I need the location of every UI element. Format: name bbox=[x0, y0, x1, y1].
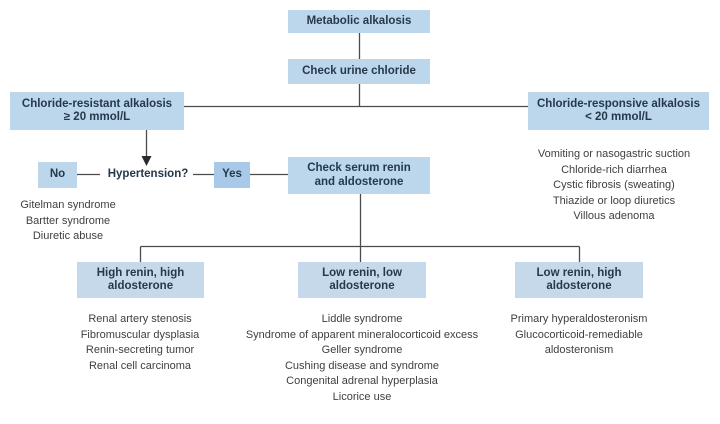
list-item: Thiazide or loop diuretics bbox=[552, 194, 676, 207]
low-renin-low-aldo-causes-list: Liddle syndrome Syndrome of apparent min… bbox=[222, 312, 502, 405]
node-label-line2: and aldosterone bbox=[314, 175, 404, 188]
node-check-urine-chloride: Check urine chloride bbox=[288, 59, 430, 84]
list-item: Villous adenoma bbox=[573, 210, 655, 222]
high-renin-causes-list: Renal artery stenosis Fibromuscular dysp… bbox=[40, 312, 240, 374]
list-item: Liddle syndrome bbox=[321, 313, 403, 325]
list-item: Licorice use bbox=[332, 390, 392, 403]
list-item: Glucocorticoid-remediable aldosteronism bbox=[515, 328, 643, 357]
list-item: Bartter syndrome bbox=[25, 214, 111, 227]
list-item: Cystic fibrosis (sweating) bbox=[553, 179, 675, 191]
list-item: Gitelman syndrome bbox=[20, 199, 116, 211]
node-check-serum-renin: Check serum renin and aldosterone bbox=[288, 157, 430, 194]
node-label-line1: Low renin, low bbox=[322, 266, 402, 279]
list-item: Renal artery stenosis bbox=[88, 313, 192, 325]
node-label: No bbox=[49, 168, 66, 181]
list-item: Congenital adrenal hyperplasia bbox=[286, 375, 438, 387]
list-item: Diuretic abuse bbox=[32, 230, 104, 242]
node-chloride-resistant: Chloride-resistant alkalosis ≥ 20 mmol/L bbox=[10, 92, 184, 130]
node-label-line1: Chloride-resistant alkalosis bbox=[21, 97, 173, 110]
list-item: Primary hyperaldosteronism bbox=[510, 313, 648, 325]
node-label-line2: < 20 mmol/L bbox=[585, 111, 652, 123]
node-no: No bbox=[38, 162, 77, 188]
arrow-down-icon bbox=[141, 156, 152, 166]
node-label: Metabolic alkalosis bbox=[306, 14, 412, 27]
list-item: Geller syndrome bbox=[321, 344, 403, 356]
list-item: Cushing disease and syndrome bbox=[284, 359, 440, 372]
node-label-line2: aldosterone bbox=[546, 280, 612, 292]
node-label-line1: Check serum renin bbox=[307, 162, 411, 174]
list-item: Syndrome of apparent mineralocorticoid e… bbox=[245, 328, 479, 341]
node-label-line1: Chloride-responsive alkalosis bbox=[537, 97, 700, 110]
list-item: Chloride-rich diarrhea bbox=[561, 163, 667, 176]
node-label-line1: High renin, high bbox=[96, 266, 185, 279]
low-renin-high-aldo-causes-list: Primary hyperaldosteronism Glucocorticoi… bbox=[489, 312, 669, 359]
list-item: Renal cell carcinoma bbox=[88, 359, 192, 372]
node-chloride-responsive: Chloride-responsive alkalosis < 20 mmol/… bbox=[528, 92, 709, 130]
node-label: Yes bbox=[222, 168, 242, 181]
node-label-line2: ≥ 20 mmol/L bbox=[63, 111, 131, 123]
node-label-line1: Low renin, high bbox=[536, 266, 622, 279]
responsive-causes-list: Vomiting or nasogastric suction Chloride… bbox=[508, 147, 720, 225]
no-hypertension-causes-list: Gitelman syndrome Bartter syndrome Diure… bbox=[6, 198, 130, 245]
node-yes: Yes bbox=[214, 162, 250, 188]
node-high-renin-high-aldosterone: High renin, high aldosterone bbox=[77, 262, 204, 298]
node-low-renin-low-aldosterone: Low renin, low aldosterone bbox=[298, 262, 426, 298]
hypertension-label: Hypertension? bbox=[107, 168, 189, 180]
node-metabolic-alkalosis: Metabolic alkalosis bbox=[288, 10, 430, 33]
list-item: Vomiting or nasogastric suction bbox=[537, 148, 691, 160]
list-item: Renin-secreting tumor bbox=[85, 344, 195, 356]
node-label-line2: aldosterone bbox=[107, 280, 174, 292]
list-item: Fibromuscular dysplasia bbox=[80, 328, 200, 341]
node-label-line2: aldosterone bbox=[329, 280, 395, 292]
node-low-renin-high-aldosterone: Low renin, high aldosterone bbox=[515, 262, 643, 298]
node-label: Check urine chloride bbox=[302, 64, 416, 77]
